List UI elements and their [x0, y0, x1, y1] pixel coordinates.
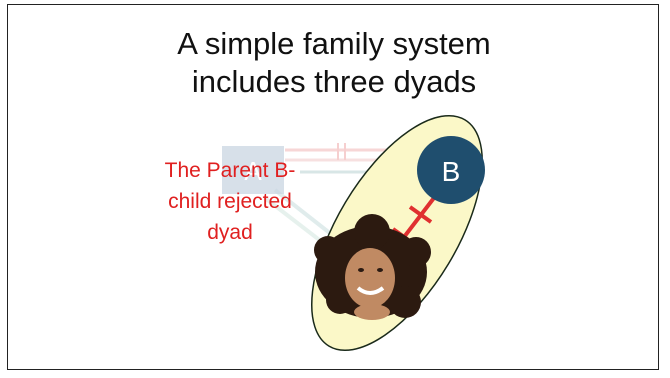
callout-line-3: dyad [207, 221, 253, 244]
child-smile [356, 286, 385, 295]
parent-b-label: B [442, 156, 461, 187]
parent-b-node [417, 136, 485, 204]
callout-line-1: The Parent B- [164, 159, 296, 182]
slide-title: A simple family system includes three dy… [8, 25, 660, 101]
child-face [345, 248, 395, 308]
parent-a-label: A [244, 156, 262, 186]
title-line-1: A simple family system [177, 26, 491, 61]
parent-a-node [222, 146, 284, 194]
dyad-callout: The Parent B- child rejected dyad [130, 155, 330, 248]
title-line-2: includes three dyads [191, 64, 477, 99]
block-bar-upper [408, 205, 433, 224]
child-photo [314, 214, 431, 320]
callout-line-2: child rejected [168, 190, 292, 213]
